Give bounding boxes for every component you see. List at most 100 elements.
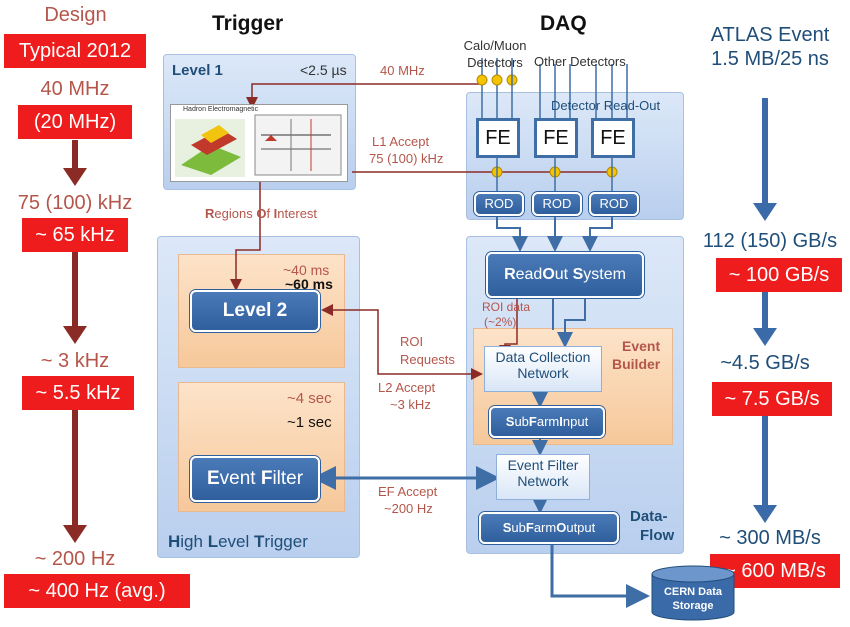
calo-muon-label-1: Calo/Muon — [463, 38, 527, 53]
roi-o: O — [256, 206, 267, 221]
hlt-rigger: rigger — [264, 532, 308, 551]
hlt-t: T — [254, 532, 265, 551]
stage4-design-rate: ~ 200 Hz — [34, 548, 116, 570]
sfi-f: F — [528, 414, 537, 429]
roi-data-label-1: ROI data — [482, 300, 531, 314]
ef-time-2: ~1 sec — [287, 414, 332, 431]
dataflow-label-2: Flow — [640, 527, 675, 544]
ros-o: O — [542, 266, 555, 283]
sfo-arm: arm — [533, 520, 557, 535]
rod-box-2: ROD — [532, 192, 582, 216]
roi-f: f — [266, 206, 274, 221]
bw3-design: ~ 300 MB/s — [719, 527, 821, 549]
roi-egions: egions — [214, 206, 257, 221]
roi-r: R — [205, 206, 215, 221]
ef-vent: vent — [219, 468, 261, 489]
ef-accept-label-1: EF Accept — [378, 484, 438, 499]
hlt-l: L — [207, 532, 219, 551]
hlt-igh: igh — [180, 532, 208, 551]
bw2-design: ~4.5 GB/s — [720, 352, 810, 374]
level1-latency: <2.5 µs — [300, 62, 347, 78]
roi-nterest: nterest — [277, 206, 318, 221]
l2-accept-label-2: ~3 kHz — [390, 397, 431, 412]
ros-ead: ead — [515, 266, 543, 283]
sfo-ub: ub — [511, 520, 526, 535]
sfi-arm: arm — [536, 414, 560, 429]
sfo-utput: utput — [566, 520, 596, 535]
ef-time-1: ~4 sec — [287, 390, 332, 407]
database-cylinder-icon — [651, 565, 735, 621]
detector-readout-label: Detector Read-Out — [551, 98, 661, 113]
bw1-typical: ~ 100 GB/s — [716, 258, 842, 292]
ef-f: F — [260, 468, 273, 489]
subfarm-output-box: SubFarmOutput — [479, 512, 619, 544]
l1-accept-label-2: 75 (100) kHz — [369, 151, 444, 166]
l2-time-2: ~60 ms — [285, 276, 333, 292]
roi-data-label-2: (~2%) — [484, 315, 517, 329]
event-filter-box: Event Filter — [190, 456, 320, 502]
sfi-s: S — [505, 414, 515, 429]
ef-e: E — [206, 468, 220, 489]
cern-data-storage: CERN Data Storage — [650, 564, 736, 622]
rod-box-1: ROD — [474, 192, 524, 216]
atlas-event-title: ATLAS Event — [710, 24, 830, 46]
ros-ut: ut — [554, 266, 573, 283]
storage-label-1: CERN Data — [663, 586, 723, 598]
fe-box-1: FE — [476, 118, 520, 158]
stage4-typical-rate: ~ 400 Hz (avg.) — [4, 574, 190, 608]
stage2-typical-rate: ~ 65 kHz — [22, 218, 128, 252]
hlt-title: High Level Trigger — [168, 532, 308, 552]
fe-box-3: FE — [591, 118, 635, 158]
bw2-typical: ~ 7.5 GB/s — [712, 382, 832, 416]
stage3-design-rate: ~ 3 kHz — [40, 350, 110, 372]
roi-requests-label-1: ROI — [400, 334, 424, 349]
ros-ystem: ystem — [583, 266, 626, 283]
l2-accept-label-1: L2 Accept — [378, 380, 436, 395]
calo-muon-label-2: Detectors — [467, 55, 523, 70]
l1-accept-label-1: L1 Accept — [372, 134, 430, 149]
trigger-header: Trigger — [212, 12, 284, 35]
calorimeter-plot-icon — [175, 114, 342, 177]
ef-ilter: ilter — [272, 468, 304, 489]
sfi-nput: nput — [562, 414, 589, 429]
storage-label-2: Storage — [672, 600, 714, 612]
readout-system-box: ReadOut System — [486, 252, 644, 298]
daq-header: DAQ — [540, 12, 587, 35]
other-detectors-label: Other Detectors — [534, 54, 626, 69]
sfi-ub: ub — [514, 414, 529, 429]
dataflow-label-1: Data- — [630, 508, 668, 525]
typical-2012-box: Typical 2012 — [4, 34, 146, 68]
design-title: Design — [44, 4, 107, 26]
sfo-s: S — [502, 520, 512, 535]
event-builder-label-1: Event — [622, 338, 661, 354]
stage2-design-rate: 75 (100) kHz — [17, 192, 133, 214]
sfo-o: O — [556, 520, 567, 535]
roi-i: I — [273, 206, 278, 221]
regions-of-interest-label: Regions Of Interest — [205, 206, 317, 221]
stage3-typical-rate: ~ 5.5 kHz — [22, 376, 134, 410]
level2-box: Level 2 — [190, 290, 320, 332]
mhz-label: 40 MHz — [380, 63, 425, 78]
data-collection-network: Data Collection Network — [484, 346, 602, 392]
level1-detector-image: Hadron Electromagnetic — [170, 104, 348, 182]
level1-image-caption: Hadron Electromagnetic — [183, 106, 259, 113]
level1-title: Level 1 — [172, 62, 223, 79]
roi-requests-label-2: Requests — [400, 352, 455, 367]
atlas-event-size: 1.5 MB/25 ns — [711, 48, 829, 70]
ros-r: R — [504, 266, 516, 283]
hlt-h: H — [168, 532, 181, 551]
ros-s: S — [572, 266, 584, 283]
l2-time-1: ~40 ms — [283, 262, 330, 278]
fe-box-2: FE — [534, 118, 578, 158]
subfarm-input-box: SubFarmInput — [489, 406, 605, 438]
stage1-typical-rate: (20 MHz) — [18, 105, 132, 139]
sfo-f: F — [525, 520, 534, 535]
bw1-design: 112 (150) GB/s — [702, 230, 838, 252]
hlt-evel: evel — [218, 532, 255, 551]
event-builder-label-2: Builder — [612, 356, 661, 372]
rod-box-3: ROD — [589, 192, 639, 216]
event-filter-network: Event Filter Network — [496, 454, 590, 500]
stage1-design-rate: 40 MHz — [40, 78, 110, 100]
sfi-i: I — [559, 414, 563, 429]
ef-accept-label-2: ~200 Hz — [384, 501, 433, 516]
